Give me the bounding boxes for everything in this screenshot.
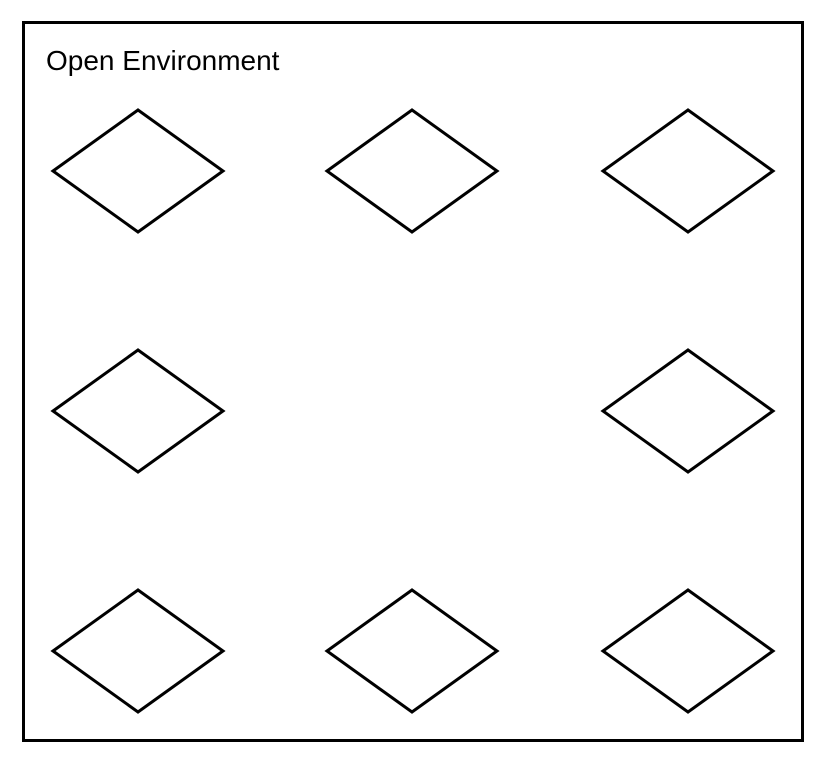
- environment-frame: [22, 21, 804, 742]
- diagram-title: Open Environment: [46, 45, 280, 76]
